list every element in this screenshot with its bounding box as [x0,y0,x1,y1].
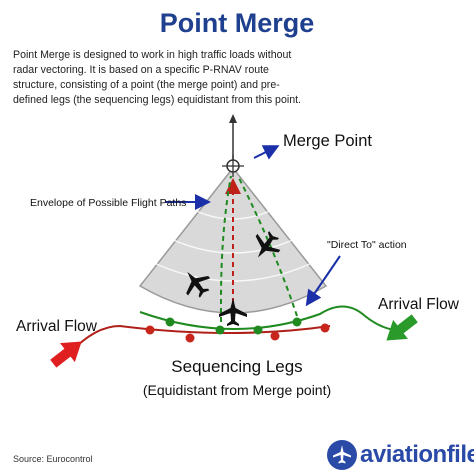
aircraft-icon-left [186,271,211,298]
sequencing-leg-green [139,305,396,331]
direct-path-green-left [220,175,232,322]
green-waypoints [165,317,302,335]
sequencing-leg-red [69,324,331,354]
brand-name: aviationfile [360,441,474,468]
direct-to-pointer-arrow [305,255,341,307]
brand-logo: aviationfile [327,440,474,470]
red-waypoints [145,323,330,343]
arrival-flow-right-label: Arrival Flow [378,296,459,313]
aircraft-icon-right [255,231,281,258]
page-title: Point Merge [159,8,315,38]
arrival-flow-left-label: Arrival Flow [16,318,97,335]
equidistant-label: (Equidistant from Merge point) [142,382,332,398]
merge-point-pointer-arrow [253,145,280,160]
envelope-label: Envelope of Possible Flight Paths [30,197,187,209]
source-credit: Source: Eurocontrol [13,454,93,464]
merge-point-symbol [222,155,244,177]
arrival-arrow-right [386,314,418,341]
sequencing-legs-label: Sequencing Legs [171,357,303,376]
airplane-icon [327,440,357,470]
merge-point-label: Merge Point [283,132,372,150]
intro-text: Point Merge is designed to work in high … [13,49,301,106]
direct-to-label: "Direct To" action [327,239,407,251]
arrival-arrow-left [50,341,82,368]
aircraft-icon-center [219,298,247,326]
